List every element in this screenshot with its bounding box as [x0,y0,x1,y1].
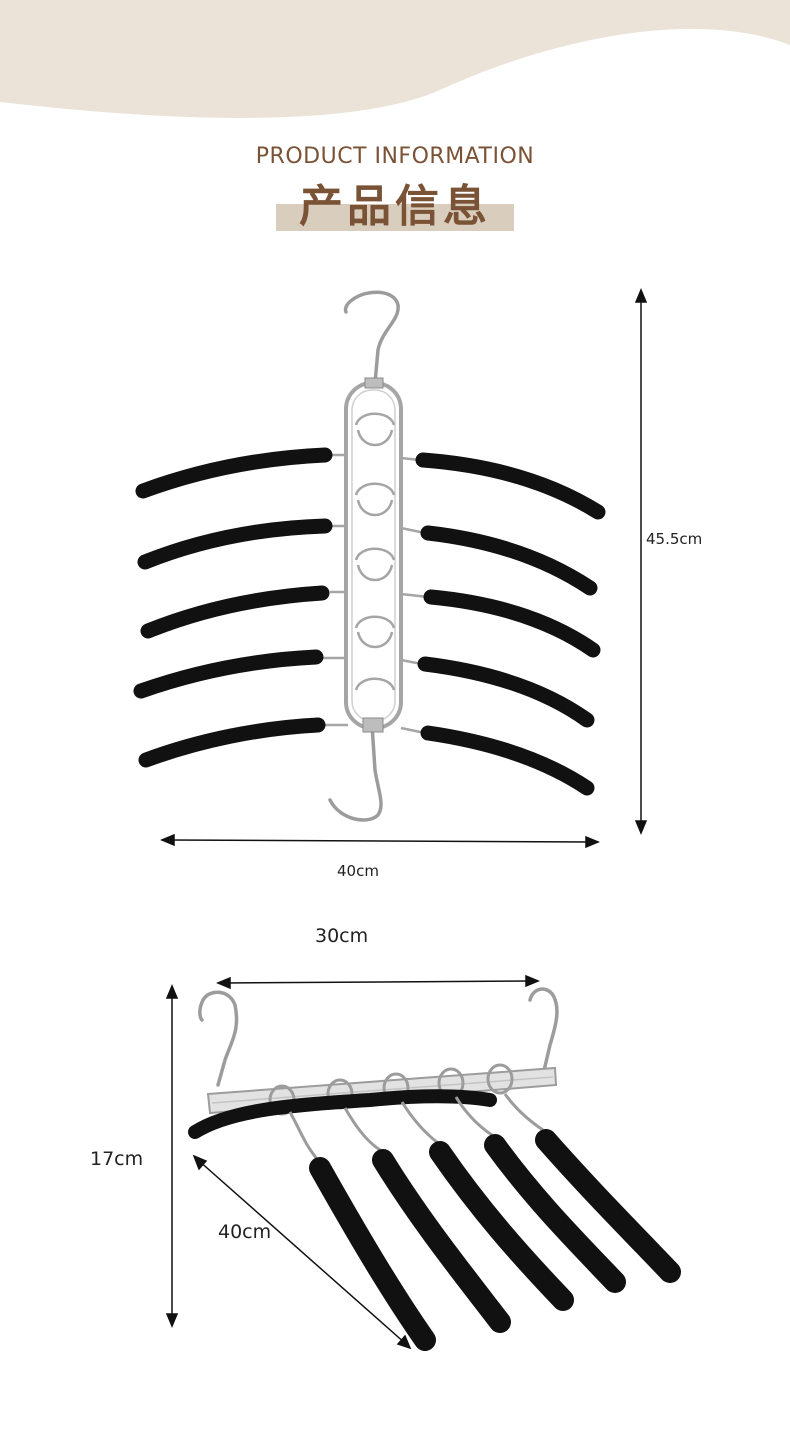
foam-arm-left-2 [137,518,333,570]
foam-arm-left-1 [135,447,333,499]
section-title-underline-bar [276,204,514,231]
front-view-hanger-illustration [133,288,648,849]
side-arm-length-dimension-label: 40cm [218,1221,272,1243]
foam-arm-left-5 [138,717,326,768]
foam-arm-left-3 [140,585,330,639]
foam-arm-right-1 [415,452,606,520]
foam-arm-right-3 [423,589,601,658]
section-title-chinese: 产品信息 [299,181,491,232]
section-title-english: PRODUCT INFORMATION [255,144,535,169]
side-top-width-dimension-label: 30cm [315,925,369,947]
side-height-dimension-label: 17cm [90,1148,144,1170]
header-wave-banner [0,0,790,118]
front-height-dimension-label: 45.5cm [646,530,703,548]
foam-arm-right-5 [420,725,595,796]
front-width-dimension-label: 40cm [337,862,379,880]
foam-arm-left-4 [133,649,324,699]
foam-arm-right-4 [417,656,595,728]
foam-arm-right-2 [420,525,598,596]
